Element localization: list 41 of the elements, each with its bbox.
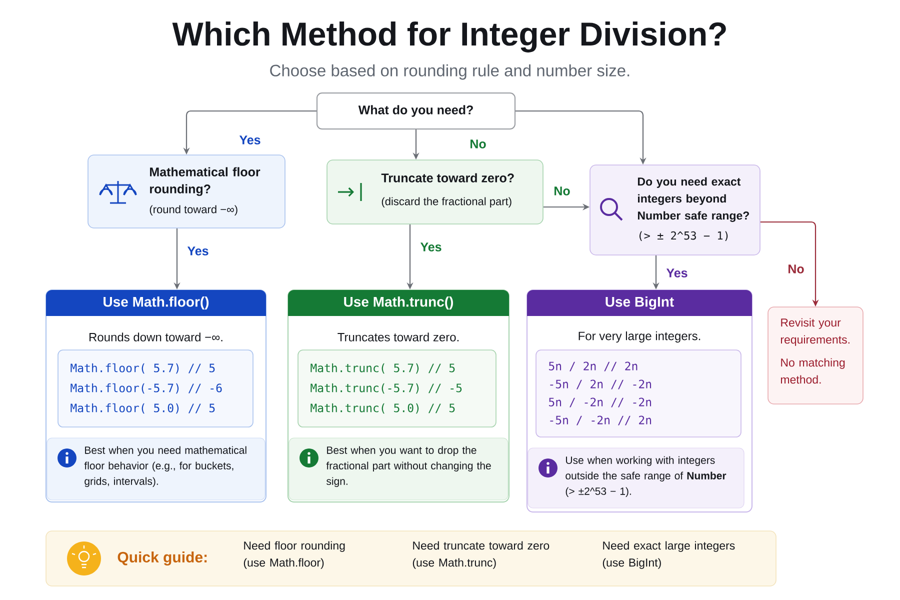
code-line: -5n / 2n // -2n (550, 380, 652, 390)
code-line: Math.trunc(-5.7) // -5 (310, 383, 462, 394)
label-text: What do you need? (358, 105, 473, 117)
guide-item: Need exact large integers (use BigInt) (602, 541, 735, 569)
code-line: Math.floor( 5.0) // 5 (70, 403, 215, 414)
card-title: Use BigInt (606, 296, 674, 310)
guide-item: Need floor rounding (use Math.floor) (244, 541, 345, 569)
code-line: 5n / -2n // -2n (549, 398, 652, 408)
code-line: Math.trunc( 5.7) // 5 (310, 363, 455, 374)
label-text: (discard the fractional part) (382, 197, 512, 208)
label-text: Mathematical floor rounding? (150, 167, 260, 196)
label-text: Rounds down toward −∞. (90, 332, 222, 342)
card-title: Use Math.floor() (104, 296, 209, 310)
edge-label: Yes (238, 134, 262, 146)
label-text: For very large integers. (578, 331, 700, 343)
title: Which Method for Integer Division? (172, 22, 726, 52)
note-text: Best when you want to drop the fractional part without changing the sign. (326, 446, 491, 487)
note-text: Best when you need mathematical floor behavior (e.g., for buckets, grids, intervals). (84, 446, 246, 487)
code-line: 5n / 2n // 2n (549, 362, 638, 372)
label-text: Revisit your requirements. (780, 318, 850, 346)
edge-label: Yes (665, 268, 689, 278)
code-line: Math.trunc( 5.0) // 5 (310, 403, 455, 414)
edge-label: No (468, 138, 488, 150)
label-text: Do you need exact integers beyond Number safe range? (638, 177, 749, 222)
label-text: No matching method. (780, 358, 845, 384)
edge-label: Yes (419, 242, 443, 252)
code-line: Math.floor( 5.7) // 5 (70, 363, 215, 374)
guide-heading: Quick guide: (118, 551, 207, 566)
card-title: Use Math.trunc() (344, 296, 454, 310)
edge-label: No (786, 264, 806, 274)
label-text: Truncate toward zero? (381, 173, 514, 182)
edge-label: No (552, 186, 572, 196)
code-line: -5n / -2n // 2n (550, 416, 652, 426)
subtitle: Choose based on rounding rule and number size. (270, 64, 630, 80)
label-text: Truncates toward zero. (338, 332, 459, 342)
edge-label: Yes (186, 246, 210, 256)
code-line: Math.floor(-5.7) // -6 (70, 383, 222, 394)
label-text: (round toward −∞) (150, 205, 238, 216)
label-text: (> ± 2^53 − 1) (640, 231, 728, 241)
note-text: Use when working with integers outside the safe range of Number (> ±2^53 − 1). (566, 456, 726, 497)
guide-item: Need truncate toward zero (use Math.trunc) (412, 541, 550, 569)
